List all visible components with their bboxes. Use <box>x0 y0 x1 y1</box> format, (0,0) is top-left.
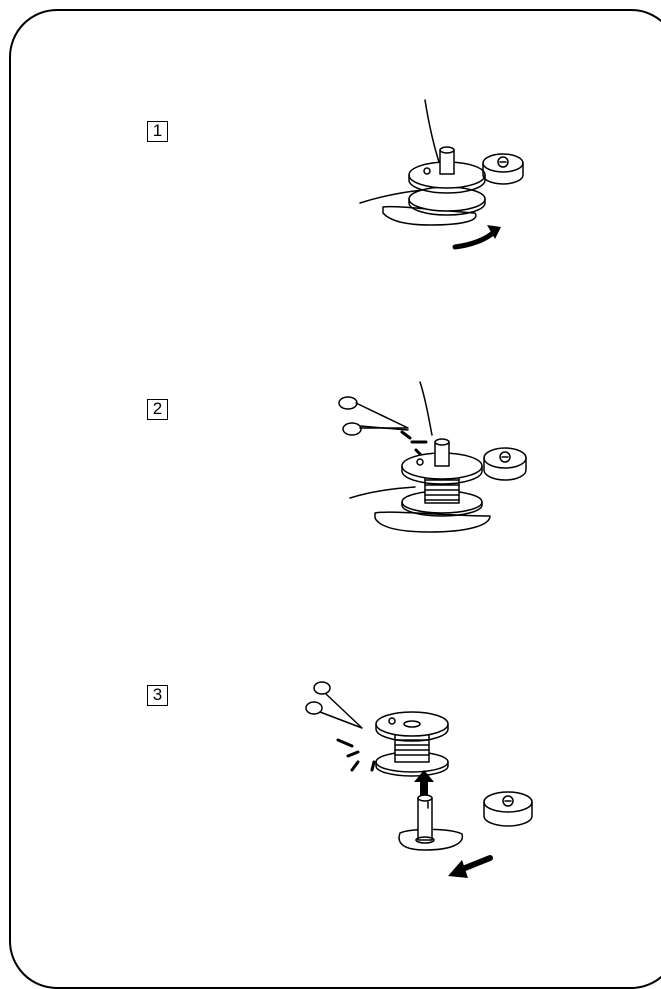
cut-thread-icon <box>330 370 540 545</box>
step-3-label: 3 <box>147 685 168 706</box>
step-1-label: 1 <box>147 121 168 142</box>
remove-bobbin-icon <box>300 678 540 878</box>
bobbin-winding-icon <box>355 95 545 265</box>
step-2-label: 2 <box>147 399 168 420</box>
